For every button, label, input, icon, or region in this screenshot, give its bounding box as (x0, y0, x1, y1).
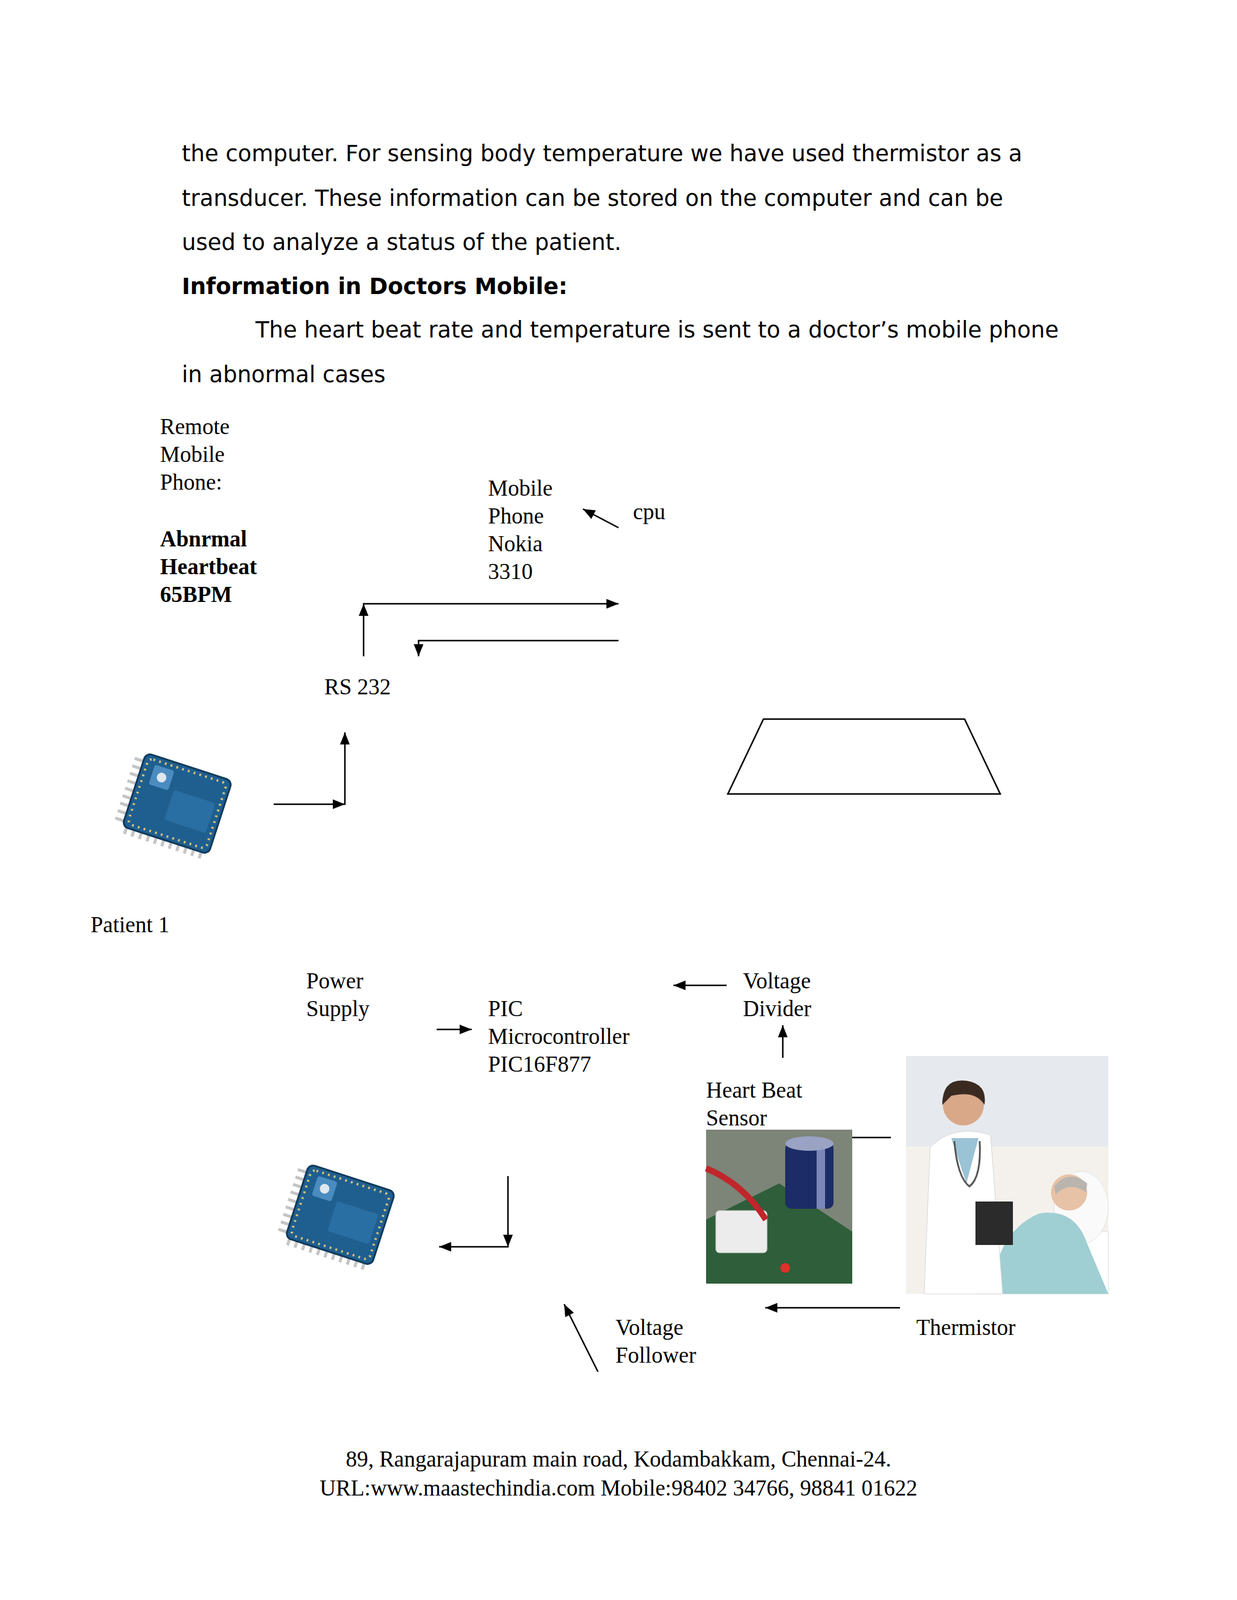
heart-beat-sensor-photo (706, 1130, 853, 1285)
capacitor-stripe (816, 1142, 826, 1210)
device-label: Mobile Phone Nokia 3310 (483, 471, 583, 589)
arrowhead (582, 509, 596, 519)
node-text: cpu (632, 498, 754, 527)
antenna-chip (311, 1175, 338, 1202)
arrowhead (777, 1025, 788, 1038)
antenna-chip (148, 764, 175, 791)
arrowhead (439, 1242, 452, 1253)
pic-to-xbee-wire (439, 1176, 513, 1253)
computer-outline (727, 719, 1001, 795)
connector-line (765, 1307, 900, 1310)
photo-ground (706, 1130, 853, 1285)
label-box: The heart beat rate and temperature is s… (181, 308, 1064, 397)
connector-arrow (673, 980, 727, 991)
label-box: the computer. For sensing body temperatu… (181, 131, 1064, 266)
node-text: Voltage Divider (742, 967, 840, 1024)
label-area (327, 1201, 379, 1245)
patient-head (1050, 1174, 1088, 1212)
display-caption: Remote Mobile Phone: (160, 413, 269, 497)
arrowhead (765, 1303, 778, 1314)
connector-arrow (363, 599, 619, 657)
label-box: 89, Rangarajapuram main road, Kodambakka… (0, 1445, 1237, 1474)
solder-pads (290, 1169, 391, 1261)
paragraph-text: the computer. For sensing body temperatu… (181, 131, 1064, 266)
display-message: Abnrmal Heartbeat 65BPM (160, 525, 287, 609)
node-text: Voltage Follower (615, 1314, 713, 1370)
label-box: Remote Mobile Phone: (160, 413, 269, 497)
arrowhead (332, 799, 345, 810)
antenna (318, 1183, 331, 1196)
node-text: Mobile Phone Nokia 3310 (488, 474, 570, 586)
interface-label: RS 232 (324, 656, 428, 704)
node-text: PIC Microcontroller PIC16F877 (488, 995, 646, 1079)
node-text: Thermistor (916, 1314, 1038, 1343)
xbee-to-rs232-wire (273, 732, 350, 810)
arrowhead (340, 732, 350, 745)
wire (706, 1168, 766, 1221)
node-text: RS 232 (324, 673, 425, 702)
arrowhead (606, 599, 619, 609)
paragraph-text: The heart beat rate and temperature is s… (181, 308, 1064, 397)
xbee-module (280, 1163, 396, 1268)
board (285, 1164, 396, 1266)
footer-address: 89, Rangarajapuram main road, Kodambakka… (0, 1445, 1237, 1474)
block-label: Voltage Follower (597, 1298, 766, 1384)
antenna (155, 771, 168, 784)
connector-line (363, 604, 619, 657)
stethoscope (954, 1141, 980, 1187)
sensor-label: Thermistor (899, 1298, 1040, 1345)
photo-ground (906, 1056, 1109, 1295)
clipboard (975, 1201, 1013, 1246)
label-area (164, 790, 216, 834)
label-box: Information in Doctors Mobile: (181, 264, 1064, 310)
connector-arrow (564, 1304, 598, 1373)
patient-photo (906, 1056, 1109, 1295)
arrowhead (413, 644, 424, 657)
arrowhead (459, 1024, 472, 1035)
computer-area: cpu (618, 492, 1006, 801)
block-label: Voltage Divider (726, 961, 848, 1026)
patient-hair (1053, 1177, 1088, 1195)
connector-line (582, 509, 619, 528)
connector-arrow (436, 1024, 472, 1035)
sensor-to-patient-line (852, 1137, 891, 1140)
section-heading: Information in Doctors Mobile: (181, 264, 1064, 310)
connector-arrow (413, 640, 619, 657)
footer-contact: URL:www.maastechindia.com Mobile:98402 3… (0, 1474, 1237, 1503)
connector-arrow (777, 1025, 788, 1059)
connector-arrow (765, 1303, 900, 1314)
wire (273, 732, 345, 805)
led (780, 1263, 791, 1274)
block-label: Power Supply (306, 963, 437, 1033)
wire (439, 1176, 508, 1248)
arrowhead (564, 1304, 574, 1318)
label-box: Patient 1 (90, 911, 272, 940)
doctor-hair (942, 1081, 986, 1106)
capacitor (785, 1142, 834, 1210)
xbee-module (117, 751, 232, 856)
label-box: Abnrmal Heartbeat 65BPM (160, 525, 287, 609)
node-text: Heart Beat Sensor (706, 1076, 827, 1133)
sensor-label: Heart Beat Sensor (700, 1058, 858, 1135)
label-box: URL:www.maastechindia.com Mobile:98402 3… (0, 1474, 1237, 1503)
connector-arrow (582, 509, 619, 528)
connector-line (418, 640, 619, 657)
arrowhead (673, 980, 686, 991)
section-label: Patient 1 (90, 911, 272, 940)
arrowhead (503, 1235, 513, 1248)
solder-pads (127, 758, 228, 850)
capacitor-top (785, 1136, 834, 1152)
node-text: Power Supply (306, 967, 397, 1024)
wall (906, 1056, 1109, 1148)
board (122, 753, 232, 855)
connector (715, 1211, 768, 1254)
controller-block: PIC Microcontroller PIC16F877 (471, 978, 674, 1305)
connector-line (564, 1304, 598, 1373)
